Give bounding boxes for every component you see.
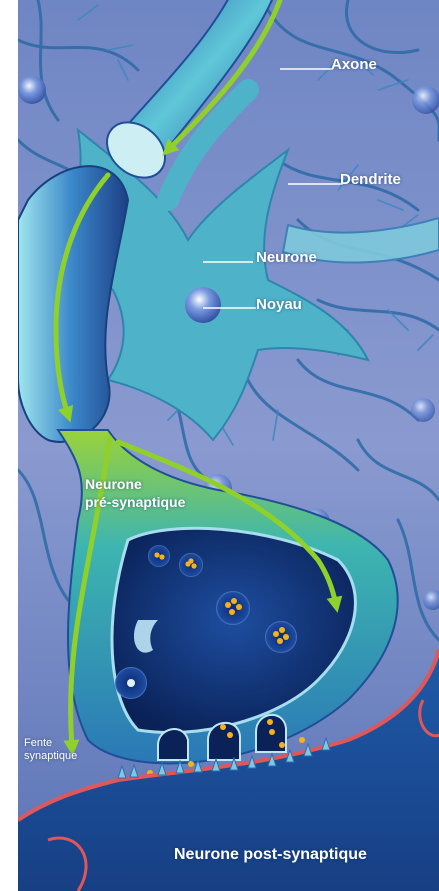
- label-dendrite: Dendrite: [340, 172, 401, 187]
- label-post-synaptique: Neurone post-synaptique: [174, 847, 367, 863]
- label-pre-synaptique-line1: Neurone: [85, 475, 185, 493]
- label-noyau: Noyau: [256, 297, 302, 312]
- nucleus: [185, 287, 221, 323]
- label-fente-line1: Fente: [24, 737, 77, 750]
- synapse-illustration: Axone Dendrite Neurone Noyau Neurone pré…: [18, 0, 439, 891]
- synapse-diagram-svg: [18, 0, 439, 891]
- label-fente-line2: synaptique: [24, 750, 77, 763]
- label-axone: Axone: [331, 57, 377, 72]
- label-pre-synaptique-line2: pré-synaptique: [85, 493, 185, 511]
- label-pre-synaptique: Neurone pré-synaptique: [85, 475, 185, 511]
- label-fente-synaptique: Fente synaptique: [24, 737, 77, 763]
- label-neurone: Neurone: [256, 250, 317, 265]
